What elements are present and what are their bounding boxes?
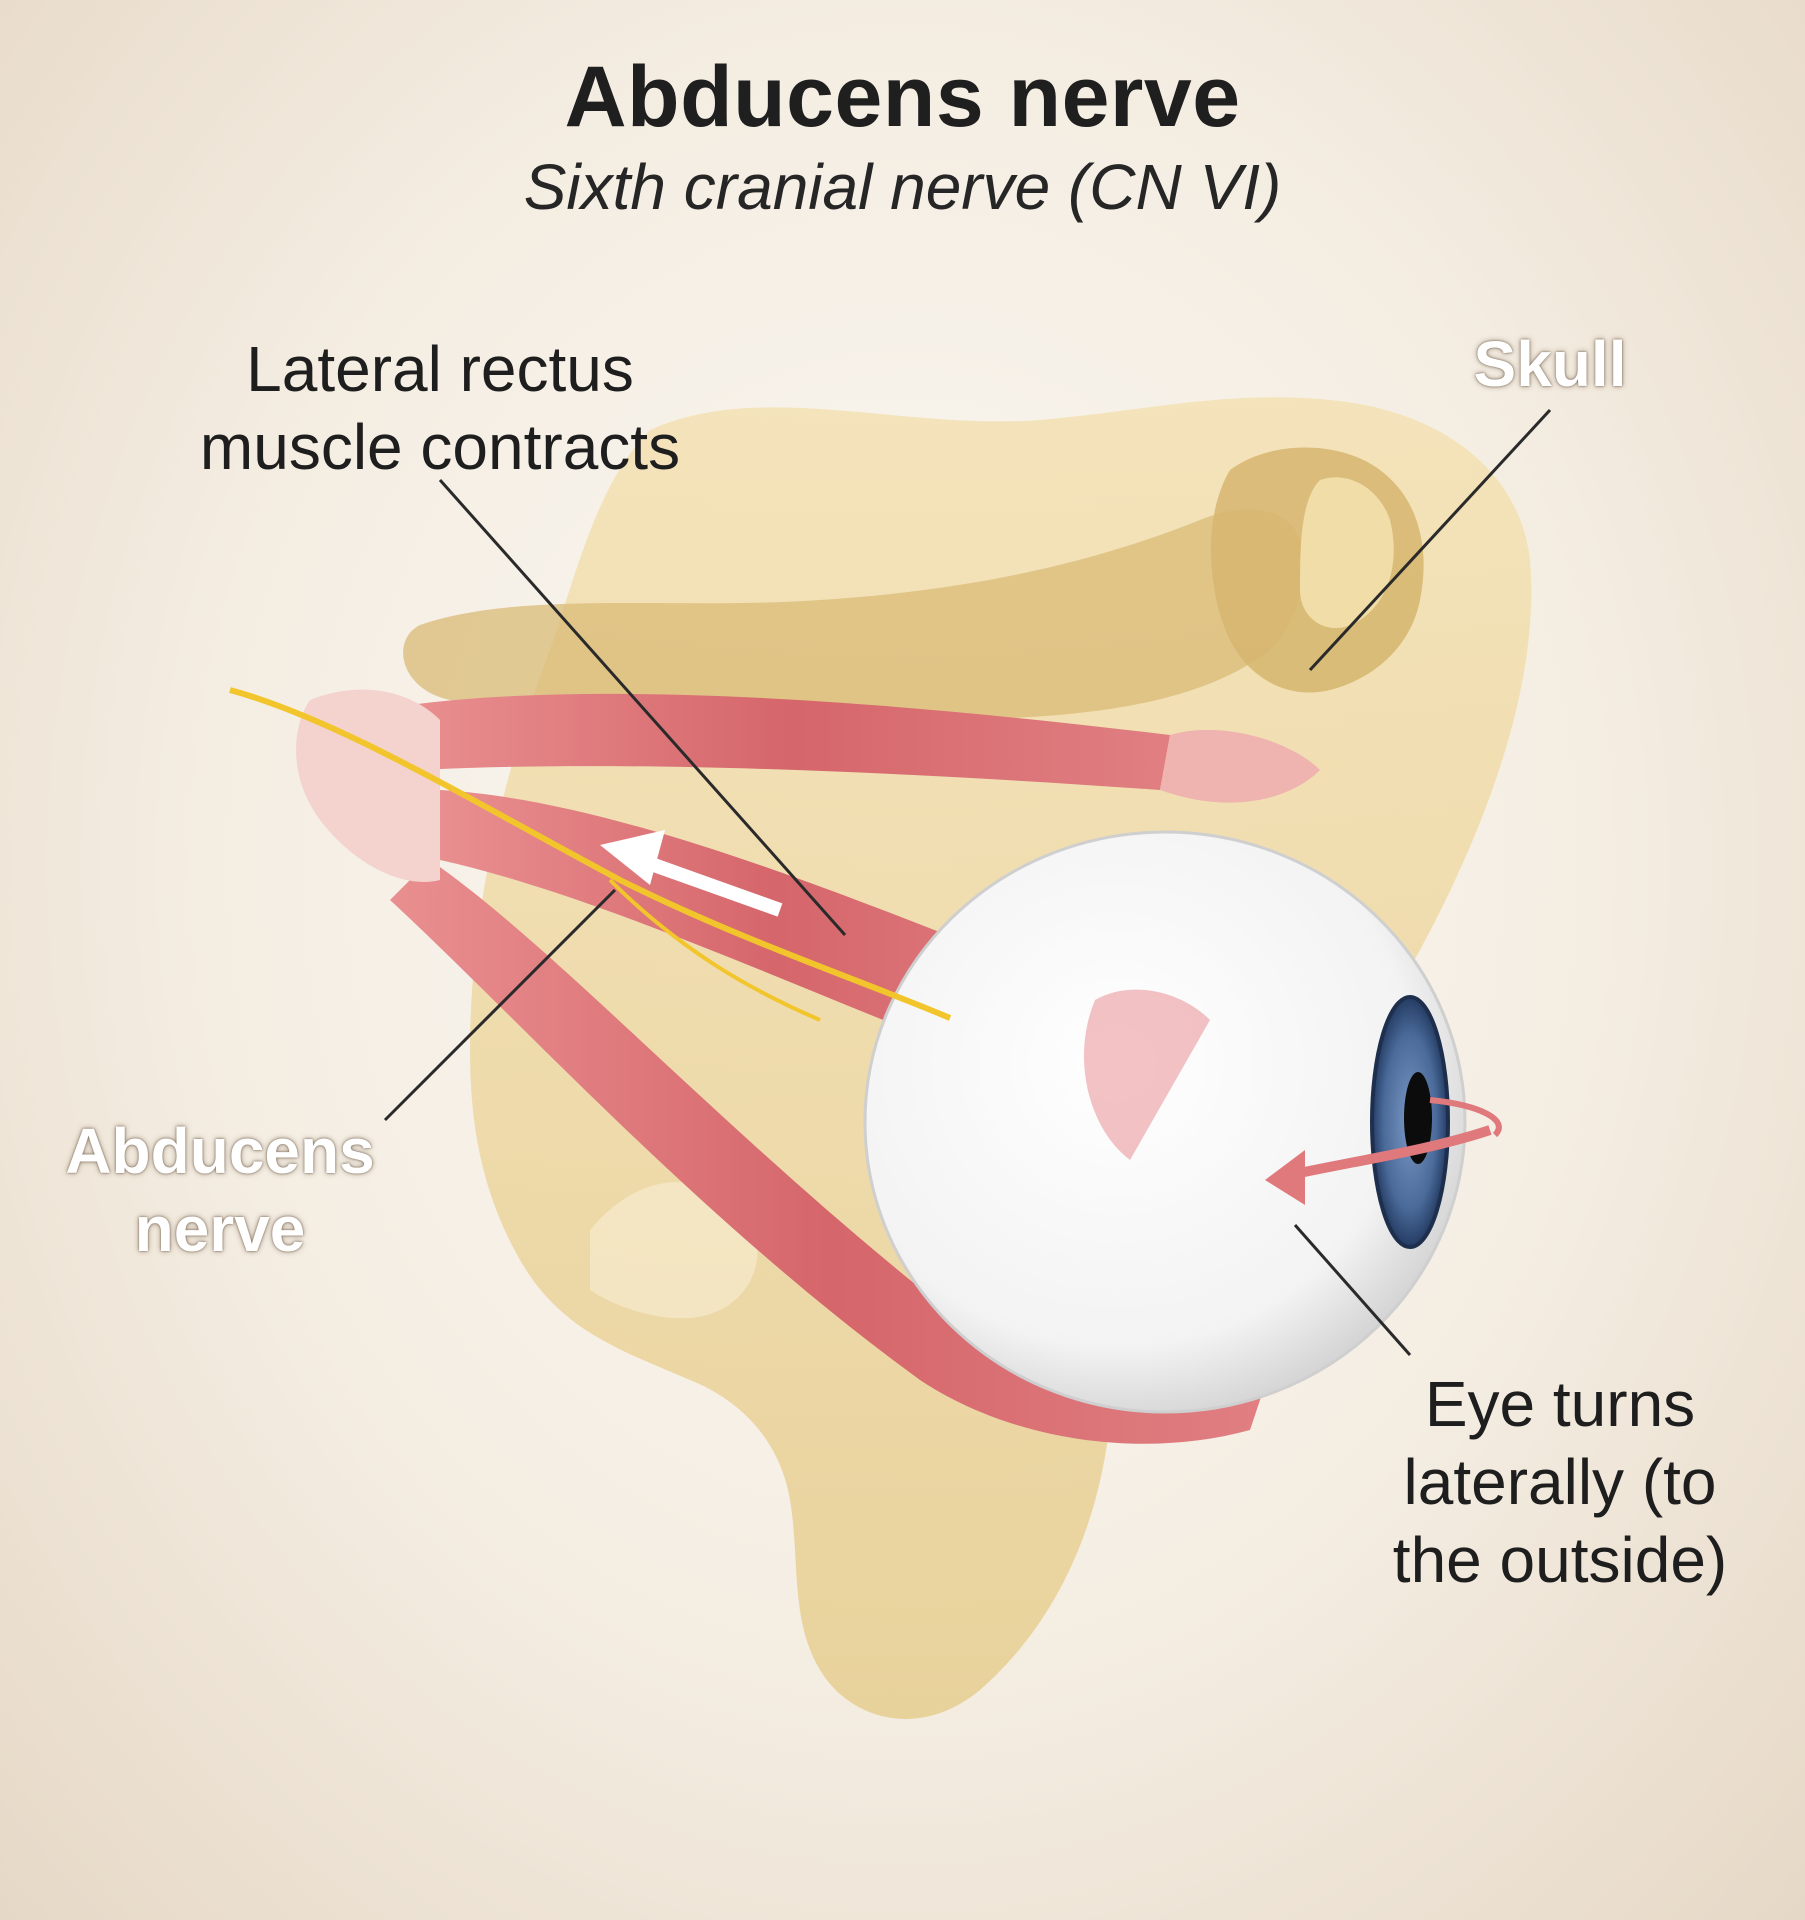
- label-eye-turns-line-1: Eye turns: [1424, 1368, 1696, 1440]
- superior-rectus-muscle: [410, 693, 1170, 790]
- page-subtitle: Sixth cranial nerve (CN VI): [523, 151, 1282, 223]
- leader-line-eye: [1293, 1224, 1412, 1356]
- label-eye-turns: Eye turns laterally (to the outside): [1355, 1365, 1765, 1599]
- label-abducens-line-2: nerve: [134, 1193, 306, 1265]
- label-eye-turns-line-2: laterally (to: [1403, 1446, 1717, 1518]
- abducens-nerve-path: [229, 687, 952, 1022]
- annulus-of-zinn: [296, 689, 440, 882]
- leader-line-skull: [1308, 408, 1552, 672]
- label-lateral-rectus-line-2: muscle contracts: [199, 411, 681, 483]
- rotation-arrow: [1265, 1097, 1502, 1205]
- label-lateral-rectus: Lateral rectus muscle contracts: [160, 330, 720, 486]
- leader-line-lateral-rectus: [438, 479, 847, 936]
- page-title: Abducens nerve: [564, 49, 1241, 145]
- leader-line-abducens: [383, 888, 617, 1122]
- superior-tendon: [1160, 729, 1320, 803]
- pupil: [1404, 1072, 1432, 1164]
- label-eye-turns-line-3: the outside): [1392, 1524, 1728, 1596]
- label-skull: Skull: [1473, 328, 1627, 400]
- eyeball: [863, 830, 1467, 1414]
- label-abducens-line-1: Abducens: [65, 1115, 375, 1187]
- contraction-arrow: [600, 830, 783, 917]
- label-lateral-rectus-line-1: Lateral rectus: [246, 333, 634, 405]
- leader-lines: [383, 408, 1552, 1356]
- label-abducens-nerve: Abducens nerve: [40, 1112, 400, 1268]
